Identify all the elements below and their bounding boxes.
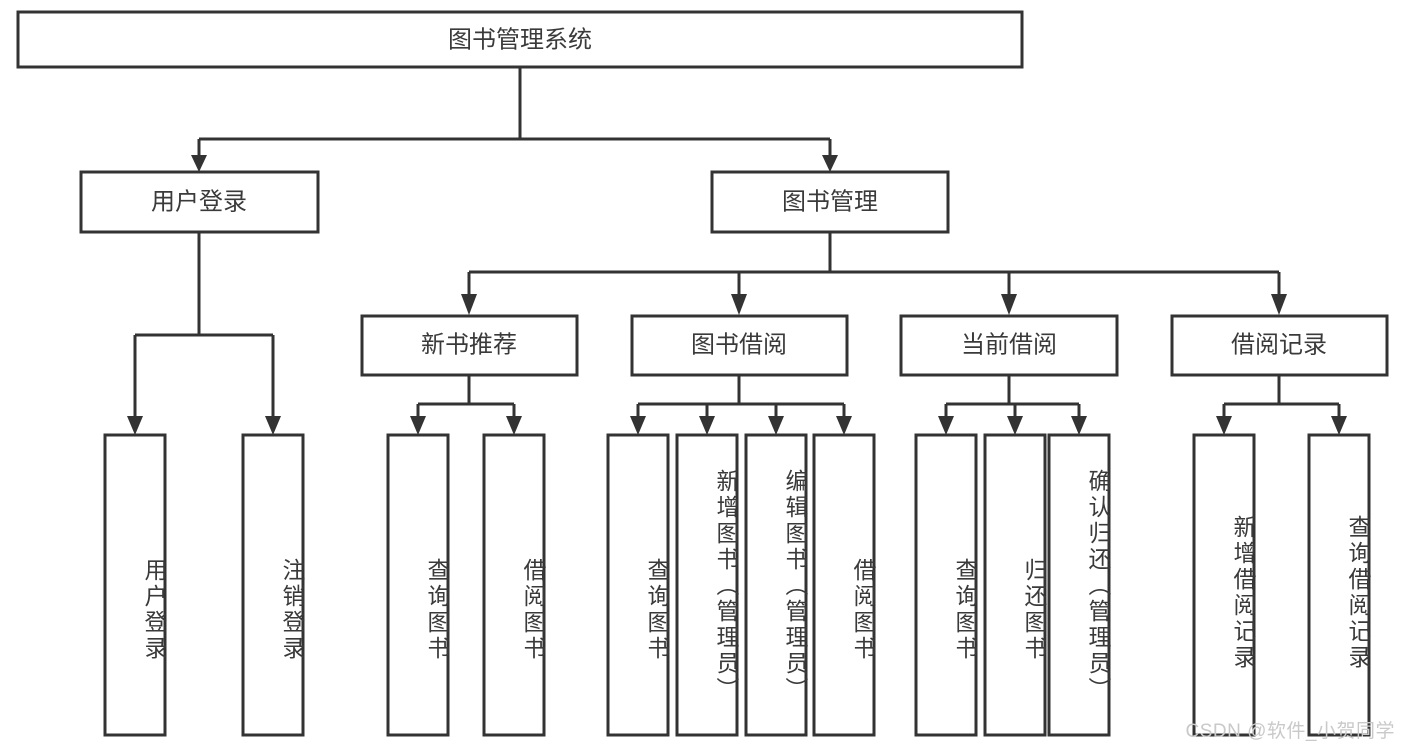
node-leaf-query-book-3[interactable] <box>914 433 978 737</box>
arrow-user-login <box>191 155 207 172</box>
node-book-manage[interactable] <box>710 170 950 234</box>
arrow-leaf-edit-book <box>768 416 784 435</box>
arrow-leaf-borrow-book-1 <box>506 416 522 435</box>
node-leaf-add-book[interactable] <box>675 433 739 737</box>
arrow-leaf-return-book <box>1007 416 1023 435</box>
node-leaf-edit-book[interactable] <box>744 433 808 737</box>
node-borrow-record-label: 借阅记录 <box>1231 331 1327 358</box>
node-leaf-query-book-1[interactable] <box>386 433 450 737</box>
node-new-book-recommend[interactable] <box>360 314 579 377</box>
node-user-login-label: 用户登录 <box>151 188 247 215</box>
arrow-leaf-add-record <box>1216 416 1232 435</box>
node-root-label: 图书管理系统 <box>448 26 592 53</box>
node-current-borrow-label: 当前借阅 <box>961 331 1057 358</box>
node-book-manage-label: 图书管理 <box>782 188 878 215</box>
node-leaf-logout-login[interactable] <box>241 433 305 737</box>
connectors-group <box>127 67 1347 435</box>
arrow-new-book-recommend <box>461 294 477 315</box>
arrow-current-borrow <box>1001 294 1017 315</box>
arrow-book-borrow <box>731 294 747 315</box>
node-new-book-recommend-label: 新书推荐 <box>421 331 517 358</box>
arrow-borrow-record <box>1271 294 1287 315</box>
arrow-book-manage <box>822 155 838 172</box>
arrow-leaf-query-book-2 <box>630 416 646 435</box>
node-root[interactable] <box>16 10 1024 69</box>
csdn-watermark: CSDN @软件_小贺同学 <box>1185 721 1395 742</box>
arrow-leaf-confirm-return <box>1071 416 1087 435</box>
arrow-leaf-query-book-3 <box>938 416 954 435</box>
node-leaf-confirm-return[interactable] <box>1047 433 1111 737</box>
node-leaf-query-book-2[interactable] <box>606 433 670 737</box>
arrow-leaf-user-login <box>127 416 143 435</box>
node-leaf-borrow-book-2[interactable] <box>812 433 876 737</box>
node-borrow-record[interactable] <box>1170 314 1389 377</box>
arrow-leaf-logout-login <box>265 416 281 435</box>
node-leaf-add-record[interactable] <box>1192 433 1256 737</box>
nodes-group: 图书管理系统 用户登录 图书管理 新书推荐 图书借阅 当前借阅 借阅记录 <box>16 10 1389 737</box>
arrow-leaf-add-book <box>699 416 715 435</box>
node-user-login[interactable] <box>79 170 320 234</box>
node-book-borrow-label: 图书借阅 <box>691 331 787 358</box>
node-leaf-query-record[interactable] <box>1307 433 1371 737</box>
node-leaf-user-login[interactable] <box>103 433 167 737</box>
arrow-leaf-borrow-book-2 <box>836 416 852 435</box>
node-leaf-return-book[interactable] <box>983 433 1047 737</box>
node-book-borrow[interactable] <box>630 314 849 377</box>
node-leaf-borrow-book-1[interactable] <box>482 433 546 737</box>
arrow-leaf-query-book-1 <box>410 416 426 435</box>
node-current-borrow[interactable] <box>899 314 1119 377</box>
arrow-leaf-query-record <box>1331 416 1347 435</box>
